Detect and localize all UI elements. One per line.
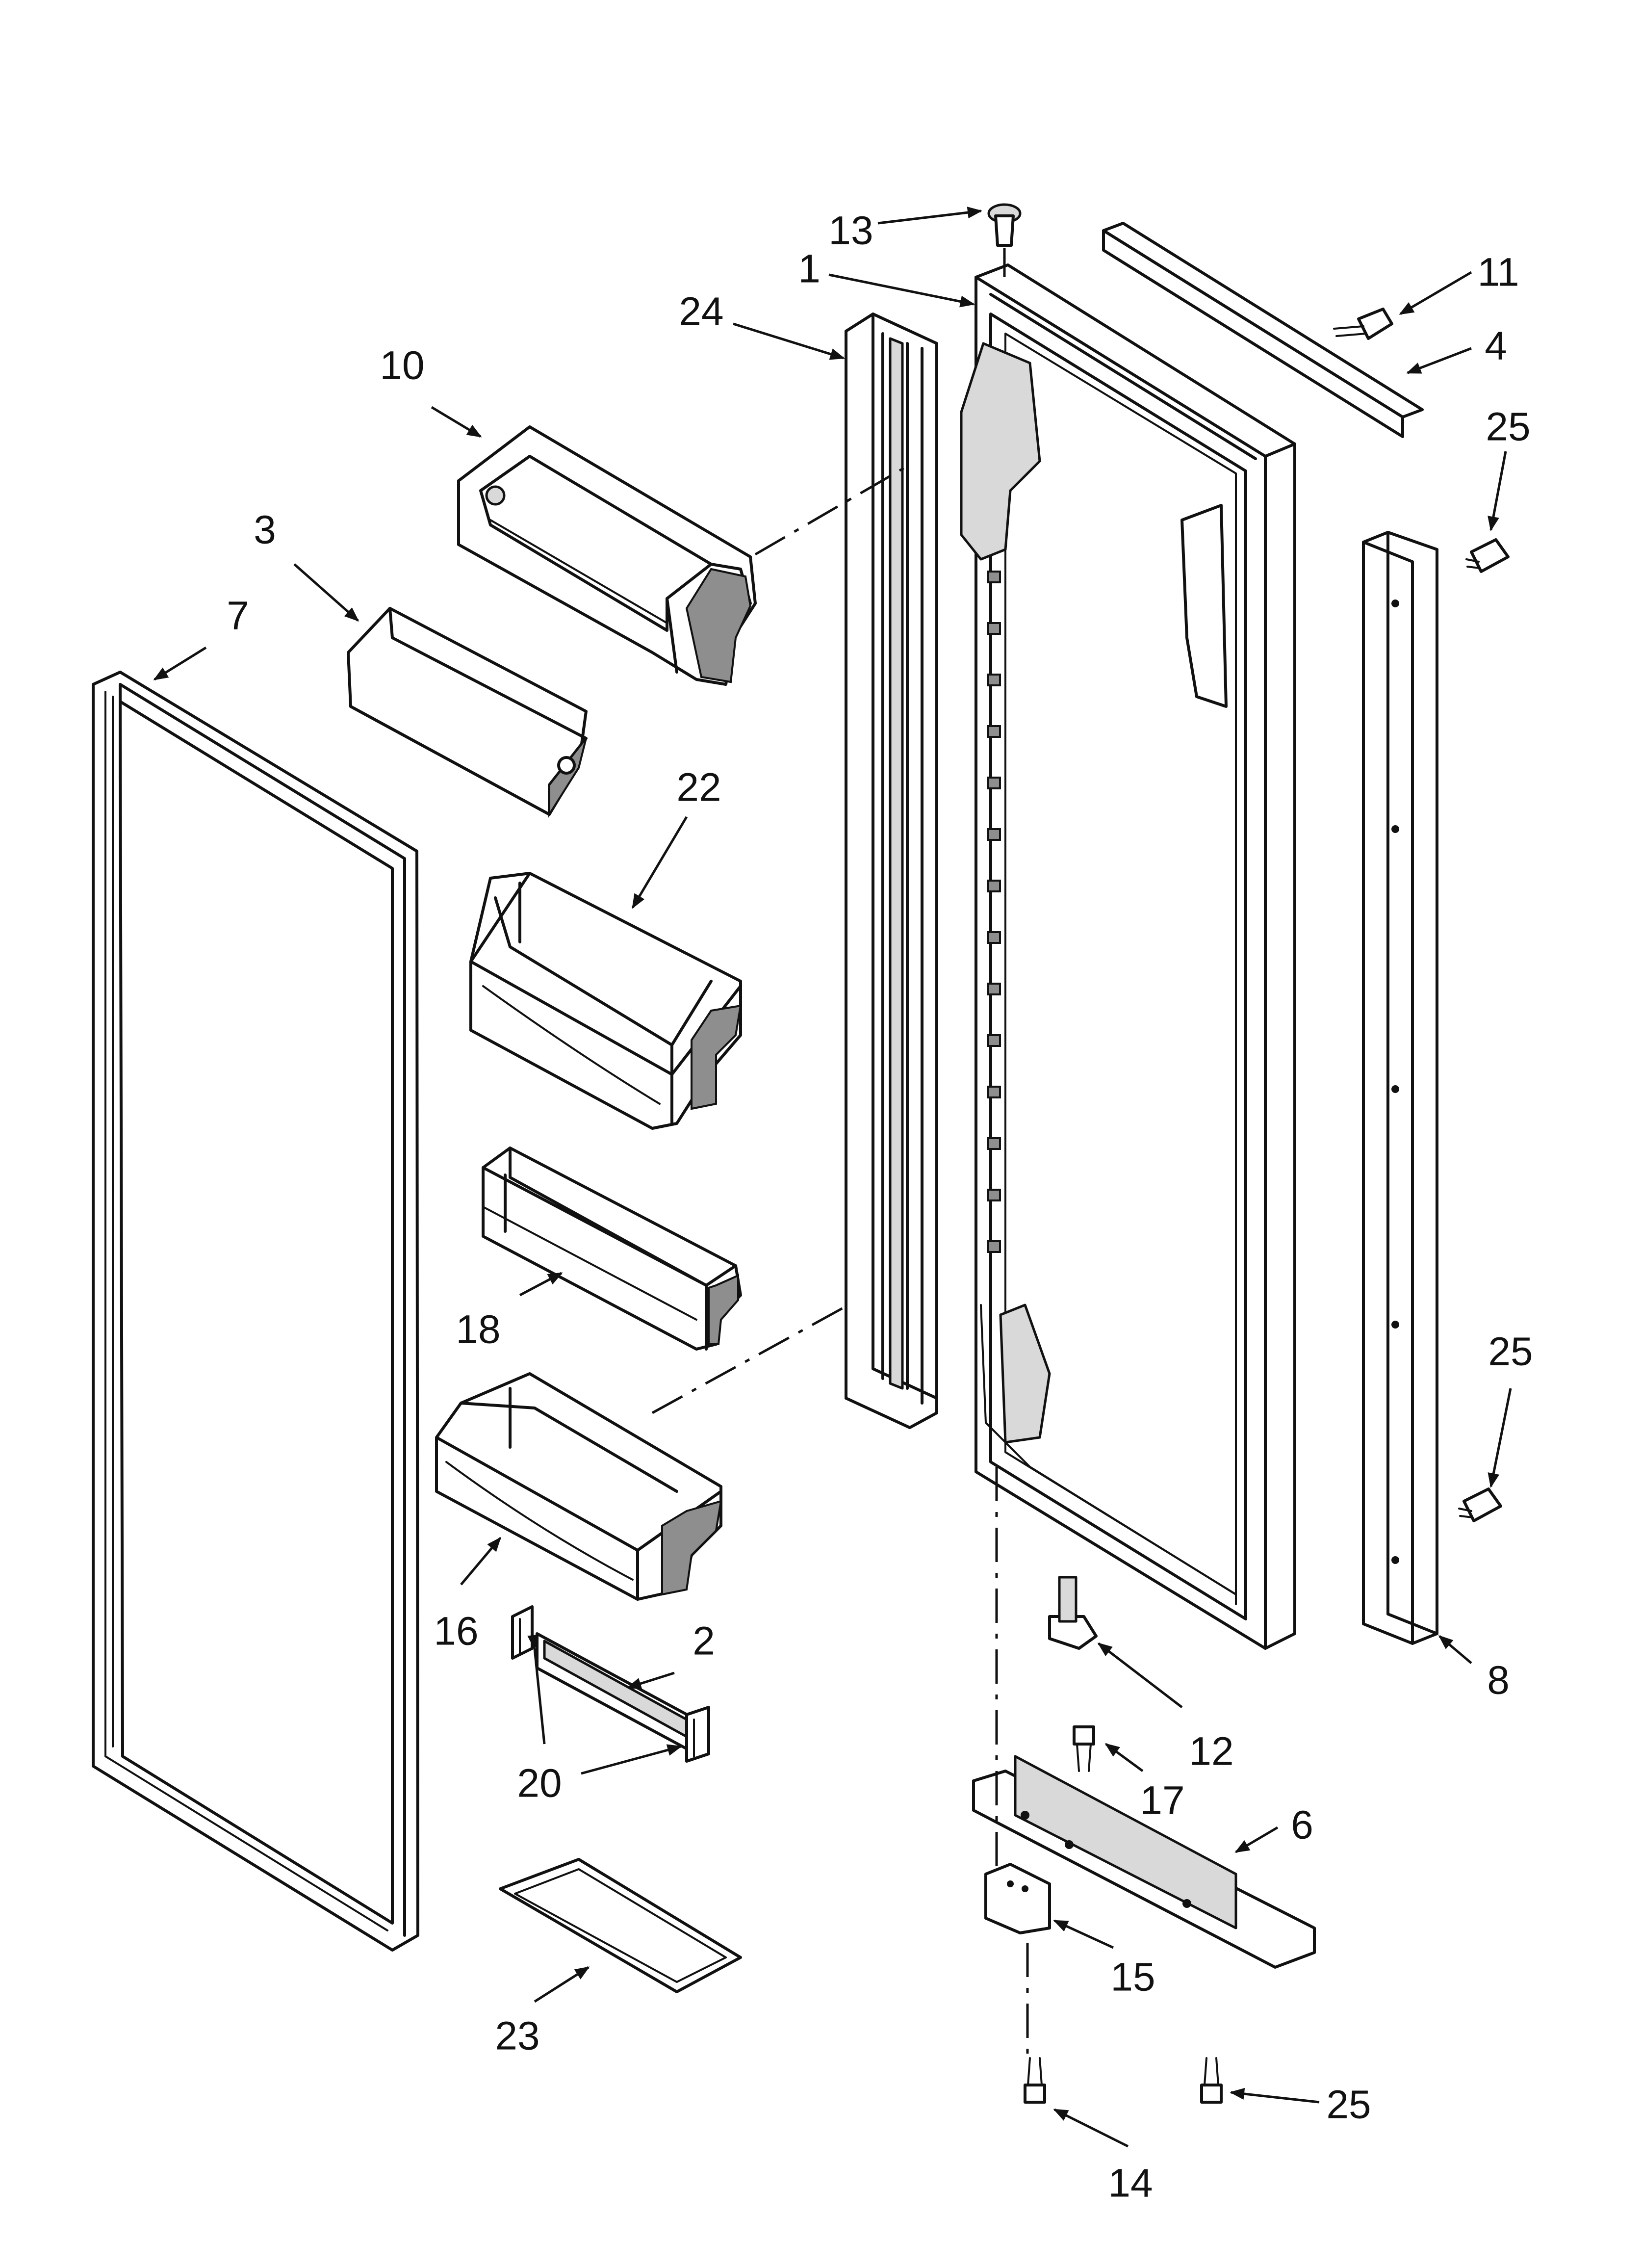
top-trim-part-4	[1102, 222, 1424, 438]
screw-part-14	[1024, 2057, 1046, 2104]
screw-part-25-upper	[1465, 538, 1510, 573]
callout-4: 4	[1485, 324, 1507, 368]
leader-arrows	[153, 207, 1512, 2148]
callout-7: 7	[227, 594, 249, 638]
callout-16: 16	[434, 1609, 478, 1654]
callout-14: 14	[1108, 2161, 1153, 2206]
door-bin-part-22	[469, 872, 742, 1130]
callout-18: 18	[456, 1307, 500, 1352]
shelf-rail-part-2	[536, 1632, 693, 1753]
side-trim-part-8	[1362, 531, 1438, 1645]
callout-20: 20	[517, 1761, 562, 1806]
dairy-door-part-3	[347, 607, 588, 818]
callout-24: 24	[679, 289, 723, 334]
screw-part-25-lower	[1200, 2057, 1223, 2104]
screw-part-25-middle	[1458, 1487, 1502, 1522]
callout-2: 2	[693, 1619, 715, 1664]
callout-12: 12	[1189, 1729, 1233, 1774]
callout-17: 17	[1140, 1778, 1184, 1823]
hinge-part-12	[1048, 1576, 1098, 1650]
screw-part-11	[1333, 308, 1393, 340]
upper-bin-part-10	[457, 425, 757, 686]
callout-1: 1	[798, 247, 821, 291]
bottom-bracket-part-6	[972, 1755, 1316, 1969]
hinge-pin-part-13	[987, 203, 1022, 247]
callout-10: 10	[380, 343, 424, 388]
callout-11: 11	[1477, 250, 1519, 295]
callout-25a: 25	[1486, 405, 1530, 449]
callout-15: 15	[1110, 1955, 1155, 2000]
trim-strip-part-24	[845, 313, 938, 1429]
callout-labels: 13 1 11 24 4 10 25 3 7 22 18 25 16 2 8 1…	[227, 209, 1533, 2206]
callout-25c: 25	[1326, 2083, 1371, 2127]
callout-13: 13	[828, 209, 873, 253]
callout-22: 22	[676, 765, 721, 810]
door-bin-part-16	[435, 1372, 722, 1601]
screw-part-17	[1073, 1725, 1095, 1772]
callout-8: 8	[1487, 1658, 1510, 1703]
door-bin-part-18	[482, 1147, 742, 1351]
tray-part-23	[499, 1858, 742, 1993]
dimple-column	[987, 571, 1001, 1253]
hinge-plate-part-15	[984, 1863, 1051, 1934]
door-liner-part-1	[960, 263, 1296, 1650]
callout-25b: 25	[1488, 1330, 1533, 1374]
center-lines	[651, 248, 1029, 2056]
callout-3: 3	[254, 508, 276, 552]
callout-6: 6	[1291, 1803, 1313, 1848]
door-gasket-part-7	[92, 671, 419, 1952]
callout-23: 23	[495, 2014, 539, 2059]
